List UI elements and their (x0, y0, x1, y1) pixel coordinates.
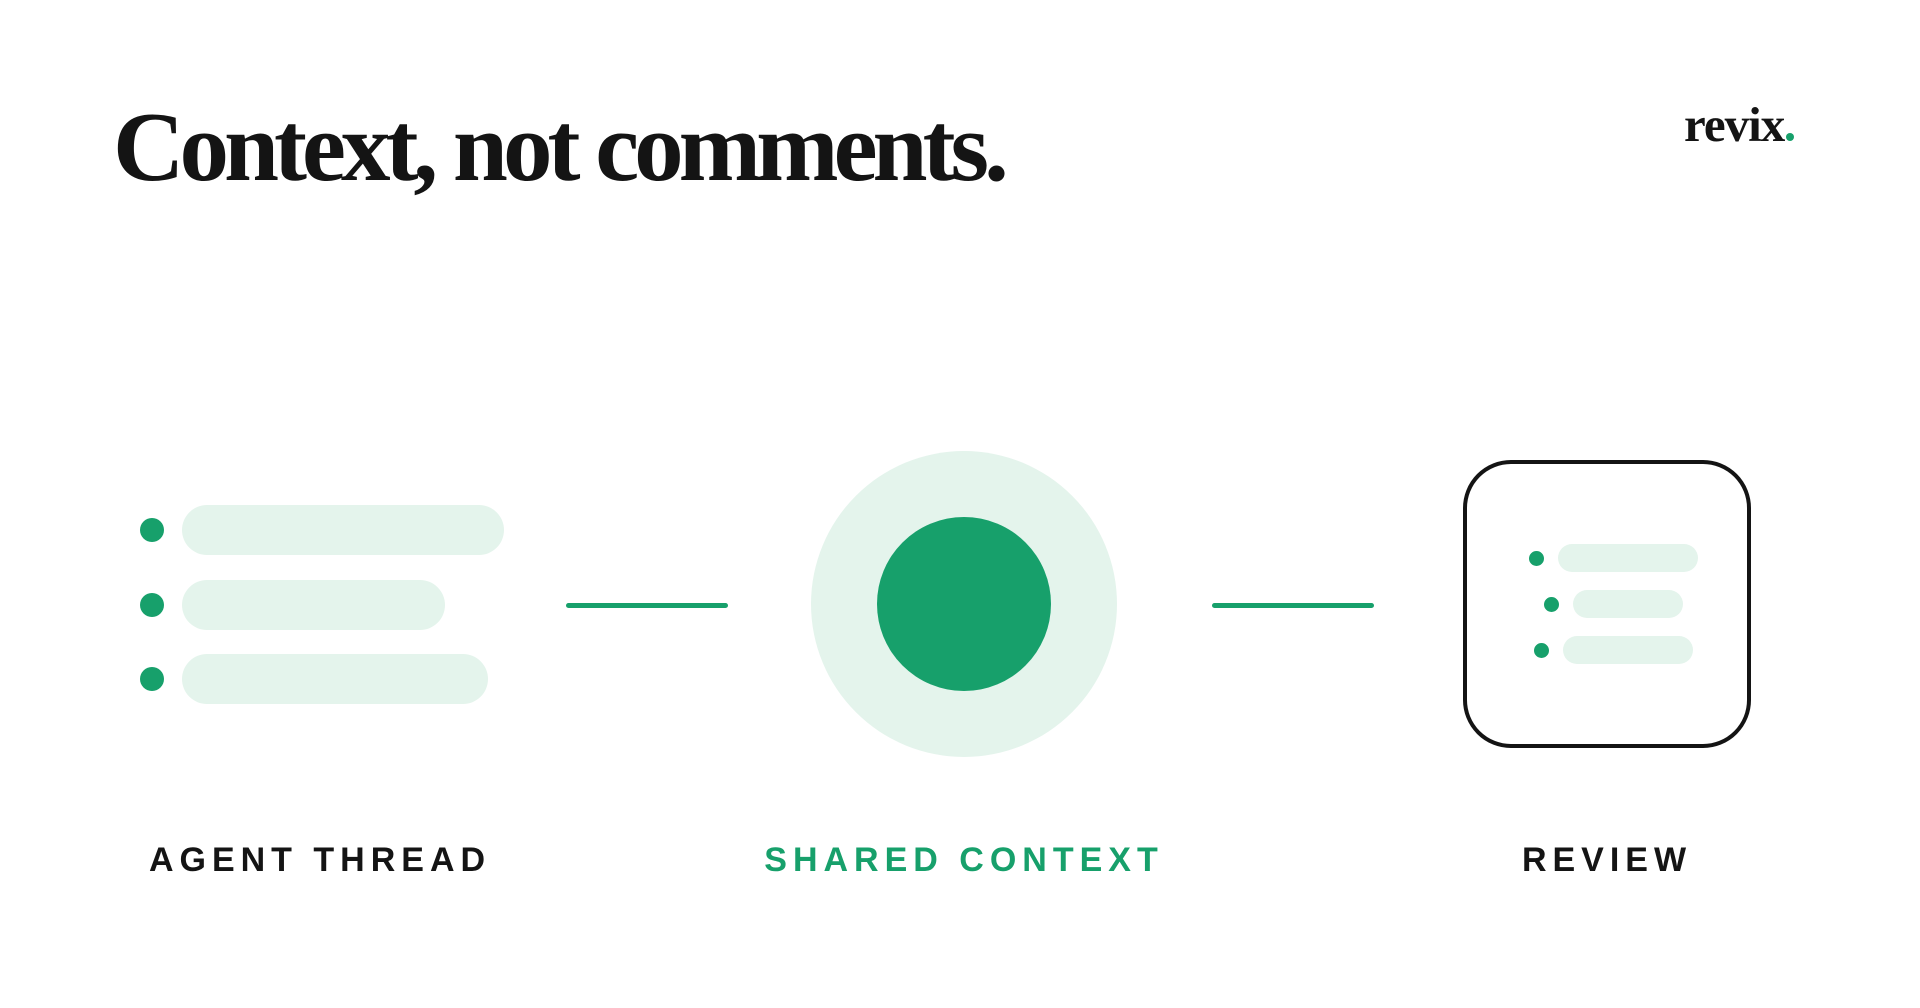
review-bullet (1529, 550, 1544, 566)
thread-bullet (140, 518, 164, 542)
review-bullet (1534, 642, 1549, 658)
thread-message-bar (182, 580, 445, 630)
connector-line-right (1212, 603, 1374, 608)
connector-line-left (566, 603, 728, 608)
thread-bullet (140, 593, 164, 617)
review-line-bar (1563, 636, 1693, 664)
review-item (1529, 544, 1698, 572)
brand-logo-text: revix (1684, 97, 1785, 152)
review-line-bar (1573, 590, 1683, 618)
thread-item (140, 505, 504, 555)
thread-item (140, 580, 445, 630)
headline: Context, not comments. (113, 93, 1009, 202)
review-card-icon (1463, 460, 1751, 748)
thread-item (140, 654, 488, 704)
thread-message-bar (182, 654, 488, 704)
thread-message-bar (182, 505, 504, 555)
review-line-bar (1558, 544, 1698, 572)
review-item (1544, 590, 1683, 618)
brand-logo-dot (1786, 133, 1795, 141)
context-node-icon (877, 517, 1051, 691)
agent-thread-label: AGENT THREAD (148, 841, 492, 879)
review-label: REVIEW (1521, 841, 1693, 879)
brand-logo: revix (1684, 97, 1795, 152)
review-item (1534, 636, 1693, 664)
shared-context-label: SHARED CONTEXT (764, 841, 1164, 879)
thread-bullet (140, 667, 164, 691)
review-bullet (1544, 596, 1559, 612)
